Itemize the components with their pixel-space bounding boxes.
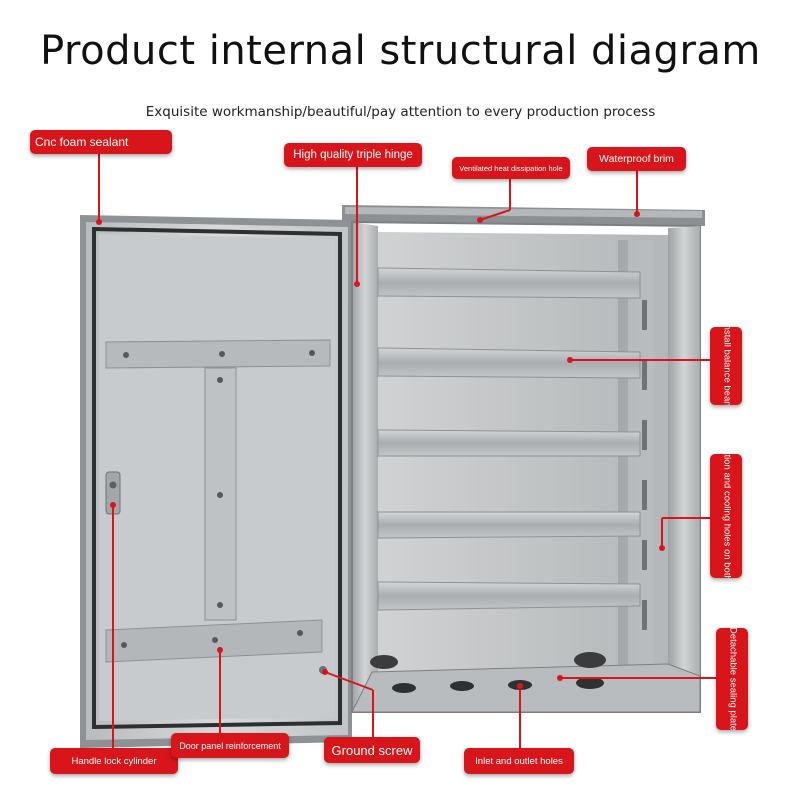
label-door-reinforcement: Door panel reinforcement (171, 733, 289, 758)
label-triple-hinge: High quality triple hinge (284, 143, 422, 167)
label-balance-beam: Install balance beam (710, 327, 742, 405)
label-sealing-plate: Detachable sealing plate (716, 628, 748, 730)
label-heat-dissipation-hole: Ventilated heat dissipation hole (452, 157, 570, 179)
label-inlet-outlet-holes: Inlet and outlet holes (464, 748, 574, 774)
label-sealing-plate-text: Detachable sealing plate (727, 628, 739, 730)
label-handle-lock: Handle lock cylinder (50, 748, 178, 774)
page-title: Product internal structural diagram (40, 28, 761, 74)
label-cooling-holes: Ventilation and cooling holes on both si… (710, 454, 742, 578)
label-cooling-holes-text: Ventilation and cooling holes on both si… (721, 454, 733, 578)
foam-sealant-strip (92, 226, 342, 730)
label-cnc-foam-sealant: Cnc foam sealant (30, 130, 172, 154)
page-subtitle: Exquisite workmanship/beautiful/pay atte… (145, 104, 656, 120)
label-balance-beam-text: Install balance beam (721, 327, 733, 405)
label-ground-screw: Ground screw (324, 737, 420, 763)
cabinet-body (342, 205, 705, 713)
cabinet-door (80, 215, 356, 748)
label-waterproof-brim: Waterproof brim (587, 147, 686, 171)
door-reinforcement-bars (105, 339, 331, 663)
leader-lines (98, 152, 718, 752)
sealing-plate (351, 652, 701, 713)
balance-beams (377, 267, 641, 611)
